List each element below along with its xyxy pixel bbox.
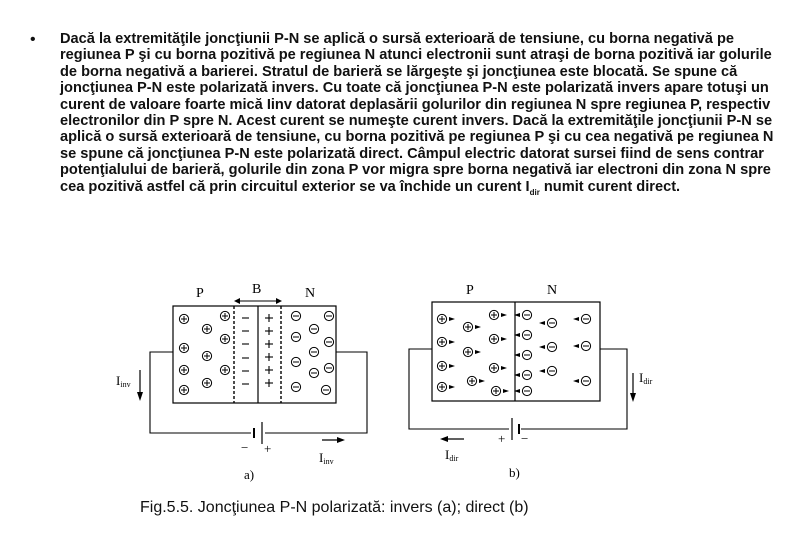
fig-b-bottom-current-arrowhead	[440, 436, 448, 442]
fig-b-caption: b)	[509, 465, 520, 480]
paragraph-subscript: dir	[529, 187, 540, 197]
figure-b: P N	[408, 283, 653, 480]
fig-a-bottom-current-arrowhead	[337, 437, 345, 443]
fig-a-positive-ions	[265, 314, 273, 387]
fig-b-circuit-wire-right	[521, 348, 628, 430]
fig-b-battery-plus: +	[498, 431, 505, 446]
fig-b-right-current-label: Idir	[639, 370, 653, 386]
fig-a-caption: a)	[244, 467, 254, 482]
body-paragraph: Dacă la extremităţile joncţiunii P-N se …	[60, 31, 780, 201]
fig-a-circuit-wire-right	[265, 351, 368, 434]
paragraph-text-end: numit curent direct.	[539, 178, 681, 195]
fig-a-barrier-arrowhead-right	[276, 298, 282, 304]
fig-b-circuit-wire	[408, 348, 509, 430]
fig-a-label-n: N	[305, 286, 315, 301]
fig-b-battery-minus: −	[521, 431, 528, 446]
fig-b-label-n: N	[547, 283, 557, 298]
fig-b-electron-arrows	[514, 313, 579, 393]
fig-a-circuit-wire	[149, 351, 251, 434]
fig-b-bottom-current-label: Idir	[445, 447, 459, 463]
fig-a-left-current-arrowhead	[137, 392, 143, 401]
fig-b-right-current-arrowhead	[630, 393, 636, 402]
paragraph-text: Dacă la extremităţile joncţiunii P-N se …	[60, 31, 774, 195]
fig-b-holes	[436, 309, 502, 397]
fig-b-hole-arrows	[449, 313, 509, 393]
fig-a-battery-plus: +	[264, 441, 271, 456]
fig-a-label-b: B	[252, 282, 261, 297]
bullet-marker: •	[30, 31, 36, 48]
fig-a-barrier-arrowhead-left	[234, 298, 240, 304]
fig-a-battery-minus: −	[241, 440, 248, 455]
fig-a-negative-ions	[242, 317, 249, 385]
fig-b-electrons	[521, 309, 592, 397]
fig-a-bottom-current-label: Iinv	[319, 450, 334, 466]
fig-b-semiconductor-block	[431, 301, 601, 402]
fig-a-semiconductor-block	[172, 305, 337, 404]
figure-a: P B N	[116, 282, 368, 482]
fig-b-label-p: P	[466, 283, 474, 298]
fig-a-label-p: P	[196, 286, 204, 301]
figure-caption: Fig.5.5. Joncţiunea P-N polarizată: inve…	[140, 499, 529, 516]
fig-a-left-current-label: Iinv	[116, 373, 131, 389]
